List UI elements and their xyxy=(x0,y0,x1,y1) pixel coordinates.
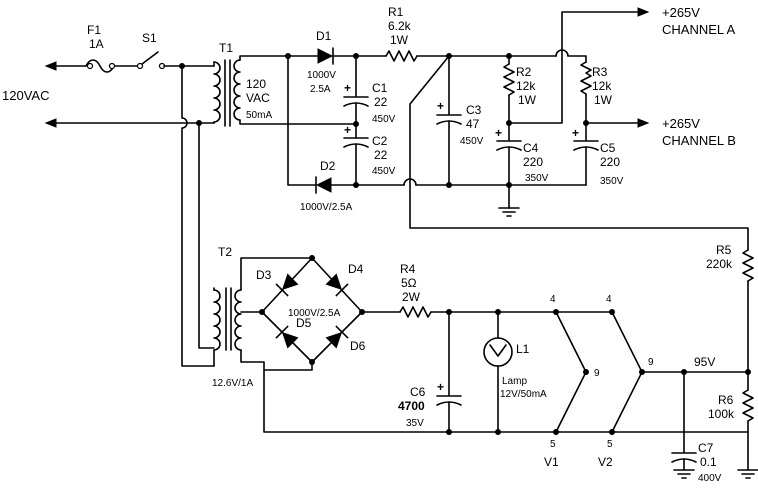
fuse-name: F1 xyxy=(87,23,101,37)
d6-name: D6 xyxy=(350,339,366,353)
t1-name: T1 xyxy=(219,41,233,55)
component-labels: 120VAC F1 1A S1 T1 120 VAC 50mA D1 1000V… xyxy=(2,5,736,484)
c5-value: 220 xyxy=(600,155,620,169)
c3-volt: 450V xyxy=(460,136,484,147)
svg-text:+: + xyxy=(572,126,579,140)
transformer-t1 xyxy=(213,55,289,127)
c4-value: 220 xyxy=(523,155,543,169)
fuse-value: 1A xyxy=(89,37,104,51)
transformer-t2 xyxy=(213,257,749,433)
r6-name: R6 xyxy=(718,393,734,407)
c4-volt: 350V xyxy=(525,173,549,184)
d3-name: D3 xyxy=(256,268,272,282)
d1-name: D1 xyxy=(316,29,332,43)
c5-name: C5 xyxy=(600,141,616,155)
c6-volt: 35V xyxy=(406,418,424,429)
c7-value: 0.1 xyxy=(700,455,717,469)
c2-volt: 450V xyxy=(372,166,396,177)
c3-name: C3 xyxy=(466,103,482,117)
c5-volt: 350V xyxy=(600,176,624,187)
v2-pin9: 9 xyxy=(648,357,654,368)
r4-value: 5Ω xyxy=(401,276,417,290)
svg-text:+: + xyxy=(437,380,444,394)
v1-name: V1 xyxy=(544,455,559,469)
input-label: 120VAC xyxy=(2,88,49,103)
lamp-label-a: Lamp xyxy=(502,376,527,387)
r2-watt: 1W xyxy=(518,93,537,107)
c2-name: C2 xyxy=(372,134,388,148)
r1-name: R1 xyxy=(388,5,404,19)
c4-name: C4 xyxy=(523,141,539,155)
c1-volt: 450V xyxy=(372,114,396,125)
svg-text:+: + xyxy=(495,126,502,140)
c3-value: 47 xyxy=(466,117,480,131)
c1-name: C1 xyxy=(372,81,388,95)
r2-value: 12k xyxy=(516,79,536,93)
c7-name: C7 xyxy=(698,441,714,455)
lv-filament: + xyxy=(361,249,758,479)
c7-volt: 400V xyxy=(698,473,722,484)
t2-secondary: 12.6V/1A xyxy=(212,378,253,389)
r3-watt: 1W xyxy=(594,93,613,107)
d4-name: D4 xyxy=(348,262,364,276)
t1-primary-b: VAC xyxy=(246,91,270,105)
hv-doubler: + + + + xyxy=(285,7,749,251)
out-b-voltage: +265V xyxy=(662,116,700,131)
l1-name: L1 xyxy=(516,342,530,356)
c6-value: 4700 xyxy=(398,399,425,413)
r3-name: R3 xyxy=(592,65,608,79)
bridge-rating: 1000V/2.5A xyxy=(288,308,341,319)
r2-name: R2 xyxy=(516,65,532,79)
r4-name: R4 xyxy=(400,262,416,276)
node-95v: 95V xyxy=(694,355,715,369)
v1-pin5: 5 xyxy=(550,439,556,450)
v1-pin9: 9 xyxy=(594,368,600,379)
t2-name: T2 xyxy=(218,245,232,259)
svg-text:+: + xyxy=(344,81,351,95)
out-b-channel: CHANNEL B xyxy=(662,133,736,148)
r3-value: 12k xyxy=(592,79,612,93)
r5-value: 220k xyxy=(706,257,733,271)
d1-rating-b: 2.5A xyxy=(310,84,331,95)
r1-watt: 1W xyxy=(390,33,409,47)
v2-pin4: 4 xyxy=(606,294,612,305)
c6-name: C6 xyxy=(410,385,426,399)
c2-value: 22 xyxy=(374,148,388,162)
r5-name: R5 xyxy=(716,243,732,257)
out-a-voltage: +265V xyxy=(662,5,700,20)
v2-name: V2 xyxy=(598,455,613,469)
mains-input xyxy=(44,51,215,128)
r4-watt: 2W xyxy=(402,290,421,304)
r6-value: 100k xyxy=(708,407,735,421)
t1-primary-c: 50mA xyxy=(246,110,272,121)
c1-value: 22 xyxy=(374,95,388,109)
svg-text:+: + xyxy=(437,99,444,113)
d1-rating-a: 1000V xyxy=(307,70,336,81)
d2-rating: 1000V/2.5A xyxy=(300,202,353,213)
v1-pin4: 4 xyxy=(550,294,556,305)
v2-pin5: 5 xyxy=(607,439,613,450)
t2-primary-feeders xyxy=(179,63,215,367)
svg-text:+: + xyxy=(344,123,351,137)
bridge-rectifier xyxy=(240,255,365,371)
out-a-channel: CHANNEL A xyxy=(662,22,736,37)
t1-primary-a: 120 xyxy=(246,77,266,91)
lamp-label-b: 12V/50mA xyxy=(500,389,547,400)
d2-name: D2 xyxy=(320,159,336,173)
r1-value: 6.2k xyxy=(388,19,412,33)
d5-name: D5 xyxy=(296,316,312,330)
switch-name: S1 xyxy=(142,31,157,45)
